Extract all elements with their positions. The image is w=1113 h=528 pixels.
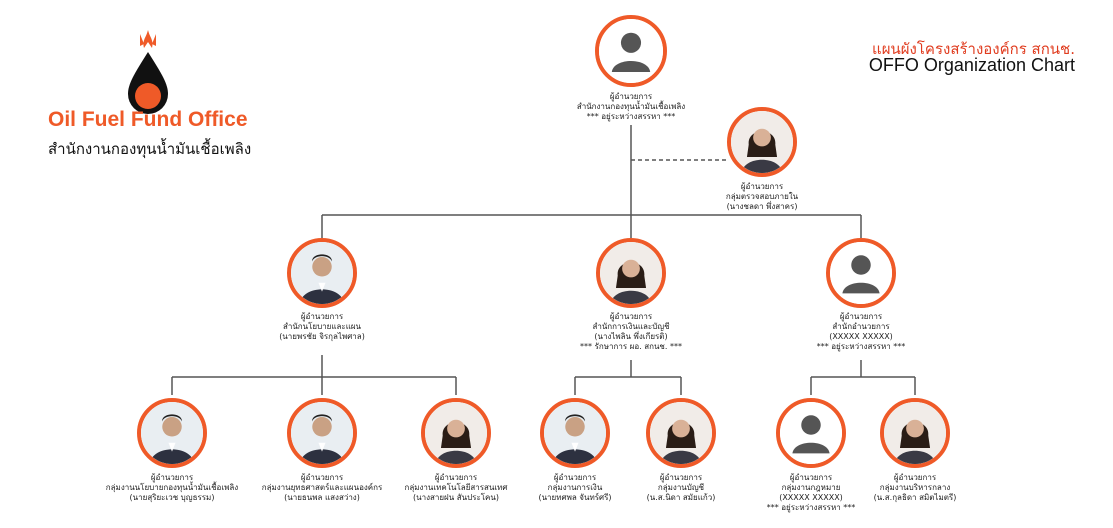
node-label-line: (น.ส.นิดา สมัยแก้ว) <box>646 493 716 502</box>
avatar-finance <box>596 238 666 308</box>
node-label-line: (นายธนพล แสงสว่าง) <box>284 493 360 502</box>
avatar-director <box>595 15 667 87</box>
avatar-audit <box>727 107 797 177</box>
node-label-line: สำนักงานกองทุนน้ำมันเชื้อเพลิง <box>576 102 686 111</box>
node-label-line: กลุ่มงานยุทธศาสตร์และแผนองค์กร <box>261 483 383 492</box>
node-label-line: สำนักการเงินและบัญชี <box>592 322 670 331</box>
node-label-line: กลุ่มงานเทคโนโลยีสารสนเทศ <box>404 483 508 492</box>
avatar-it <box>421 398 491 468</box>
node-label-line: (นายทศพล จันทร์ศรี) <box>538 493 612 502</box>
node-label-line: ผู้อำนวยการ <box>553 473 597 482</box>
node-label-line: สำนักอำนวยการ <box>832 322 890 331</box>
node-label-fund-policy: ผู้อำนวยการกลุ่มงานนโยบายกองทุนน้ำมันเชื… <box>67 473 277 503</box>
node-label-admin: ผู้อำนวยการสำนักอำนวยการ(XXXXX XXXXX)***… <box>756 312 966 352</box>
node-label-audit: ผู้อำนวยการกลุ่มตรวจสอบภายใน(นางชลดา พึ่… <box>657 182 867 212</box>
chart-title-th: แผนผังโครงสร้างองค์กร สกนช. <box>872 40 1075 58</box>
node-label-line: ผู้อำนวยการ <box>659 473 703 482</box>
node-label-finance-group: ผู้อำนวยการกลุ่มงานการเงิน(นายทศพล จันทร… <box>470 473 680 503</box>
brand-name-en: Oil Fuel Fund Office <box>48 108 248 131</box>
node-label-line: ผู้อำนวยการ <box>300 312 344 321</box>
node-label-line: (XXXXX XXXXX) <box>779 493 843 502</box>
node-label-line: ผู้อำนวยการ <box>609 312 653 321</box>
node-label-line: (น.ส.กุลธิดา สมิตไมตรี) <box>873 493 957 502</box>
avatar-fund-policy <box>137 398 207 468</box>
node-label-line: (นางชลดา พึ่งสาคร) <box>726 202 798 211</box>
node-label-line: กลุ่มงานบริหารกลาง <box>879 483 951 492</box>
avatar-legal <box>776 398 846 468</box>
node-label-line: (นางสายฝน สันประโคน) <box>412 493 499 502</box>
node-label-line: *** อยู่ระหว่างสรรหา *** <box>816 342 906 351</box>
node-label-line: กลุ่มงานบัญชี <box>657 483 705 492</box>
node-label-general-admin: ผู้อำนวยการกลุ่มงานบริหารกลาง(น.ส.กุลธิด… <box>810 473 1020 503</box>
node-label-line: ผู้อำนวยการ <box>893 473 937 482</box>
node-label-line: ผู้อำนวยการ <box>839 312 883 321</box>
node-label-line: (นายพรชัย จิรกุลไพศาล) <box>279 332 365 341</box>
chart-title-en: OFFO Organization Chart <box>868 55 1075 75</box>
node-label-line: กลุ่มตรวจสอบภายใน <box>725 192 799 201</box>
node-label-finance: ผู้อำนวยการสำนักการเงินและบัญชี(นางไพลิน… <box>526 312 736 352</box>
node-label-line: *** อยู่ระหว่างสรรหา *** <box>766 503 856 512</box>
node-label-line: ผู้อำนวยการ <box>300 473 344 482</box>
avatar-policy <box>287 238 357 308</box>
node-label-legal: ผู้อำนวยการกลุ่มงานกฎหมาย(XXXXX XXXXX)**… <box>706 473 916 513</box>
node-label-line: ผู้อำนวยการ <box>150 473 194 482</box>
node-label-line: (นางไพลิน พึ่งเกียรติ) <box>594 332 668 341</box>
avatar-general-admin <box>880 398 950 468</box>
node-label-line: ผู้อำนวยการ <box>740 182 784 191</box>
avatar-finance-group <box>540 398 610 468</box>
node-label-line: กลุ่มงานนโยบายกองทุนน้ำมันเชื้อเพลิง <box>105 483 239 492</box>
node-label-accounting: ผู้อำนวยการกลุ่มงานบัญชี(น.ส.นิดา สมัยแก… <box>576 473 786 503</box>
node-label-line: ผู้อำนวยการ <box>609 92 653 101</box>
avatar-admin <box>826 238 896 308</box>
node-label-line: กลุ่มงานกฎหมาย <box>781 483 841 492</box>
node-label-it: ผู้อำนวยการกลุ่มงานเทคโนโลยีสารสนเทศ(นาง… <box>351 473 561 503</box>
node-label-line: สำนักนโยบายและแผน <box>282 322 362 331</box>
node-label-director: ผู้อำนวยการสำนักงานกองทุนน้ำมันเชื้อเพลิ… <box>526 92 736 122</box>
offo-logo-icon <box>128 30 168 114</box>
node-label-line: ผู้อำนวยการ <box>434 473 478 482</box>
brand-name-th: สำนักงานกองทุนน้ำมันเชื้อเพลิง <box>48 140 252 158</box>
node-label-line: (นายสุริยะเวช บุญธรรม) <box>129 493 215 502</box>
node-label-line: *** รักษาการ ผอ. สกนช. *** <box>580 342 682 351</box>
avatar-strategy <box>287 398 357 468</box>
node-label-line: ผู้อำนวยการ <box>789 473 833 482</box>
node-label-strategy: ผู้อำนวยการกลุ่มงานยุทธศาสตร์และแผนองค์ก… <box>217 473 427 503</box>
node-label-line: *** อยู่ระหว่างสรรหา *** <box>586 112 676 121</box>
node-label-line: (XXXXX XXXXX) <box>829 332 893 341</box>
avatar-accounting <box>646 398 716 468</box>
node-label-policy: ผู้อำนวยการสำนักนโยบายและแผน(นายพรชัย จิ… <box>217 312 427 342</box>
node-label-line: กลุ่มงานการเงิน <box>547 483 603 492</box>
